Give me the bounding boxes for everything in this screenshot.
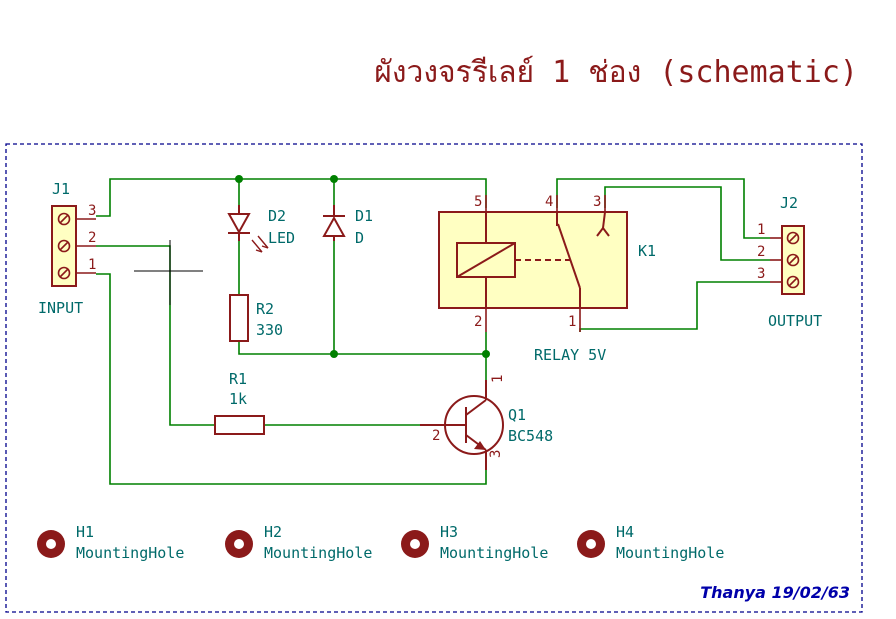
wire-r2-to-node bbox=[238, 341, 486, 355]
k1-switch-arm bbox=[557, 223, 581, 289]
connector-j2[interactable]: J2 1 2 3 OUTPUT bbox=[757, 194, 822, 330]
r2-ref: R2 bbox=[256, 300, 274, 318]
mounting-hole-h1[interactable]: H1 MountingHole bbox=[37, 523, 184, 562]
d1-ref: D1 bbox=[355, 207, 373, 225]
k1-coil-diagonal bbox=[456, 242, 516, 278]
h1-ref: H1 bbox=[76, 523, 94, 541]
transistor-q1[interactable]: 1 2 3 Q1 BC548 bbox=[420, 375, 553, 470]
junction-coil-collector bbox=[482, 350, 490, 358]
q1-ref: Q1 bbox=[508, 406, 526, 424]
h3-value: MountingHole bbox=[440, 544, 548, 562]
k1-pin-3: 3 bbox=[593, 194, 601, 210]
k1-pin-5: 5 bbox=[474, 194, 482, 210]
wire-j1-pin1-to-q1-emitter bbox=[96, 273, 487, 485]
mounting-hole-h3[interactable]: H3 MountingHole bbox=[401, 523, 548, 562]
d1-value: D bbox=[355, 229, 364, 247]
wire-j1-pin2-to-r1 bbox=[96, 245, 215, 426]
d2-ref: D2 bbox=[268, 207, 286, 225]
junction-top-d1 bbox=[330, 175, 338, 183]
connector-j1[interactable]: J1 3 2 1 INPUT bbox=[38, 180, 96, 317]
k1-pin-4: 4 bbox=[545, 194, 553, 210]
j2-ref: J2 bbox=[780, 194, 798, 212]
q1-emitter-arrow bbox=[474, 441, 486, 450]
h1-value: MountingHole bbox=[76, 544, 184, 562]
j2-pin-2: 2 bbox=[757, 244, 765, 260]
q1-collector-line bbox=[465, 399, 487, 416]
r1-value: 1k bbox=[229, 390, 247, 408]
d1-triangle bbox=[322, 215, 346, 237]
h4-hole bbox=[586, 539, 596, 549]
h4-ref: H4 bbox=[616, 523, 634, 541]
wire-k1-pin4-to-j2-pin1 bbox=[556, 178, 770, 239]
j2-pin-leads bbox=[770, 237, 782, 283]
mounting-hole-h2[interactable]: H2 MountingHole bbox=[225, 523, 372, 562]
r1-ref: R1 bbox=[229, 370, 247, 388]
wire-k1-pin3-to-j2-pin2 bbox=[604, 186, 770, 261]
j1-pin-1: 1 bbox=[88, 257, 96, 273]
h1-hole bbox=[46, 539, 56, 549]
q1-pin-1: 1 bbox=[490, 375, 506, 383]
j2-label: OUTPUT bbox=[768, 312, 822, 330]
h2-value: MountingHole bbox=[264, 544, 372, 562]
h3-ref: H3 bbox=[440, 523, 458, 541]
k1-body bbox=[438, 211, 628, 309]
q1-value: BC548 bbox=[508, 427, 553, 445]
j2-pin-1: 1 bbox=[757, 222, 765, 238]
j1-label: INPUT bbox=[38, 299, 83, 317]
mounting-hole-h4[interactable]: H4 MountingHole bbox=[577, 523, 724, 562]
q1-pin-2: 2 bbox=[432, 428, 440, 444]
resistor-r1[interactable]: R1 1k bbox=[214, 370, 265, 435]
r2-body bbox=[229, 294, 249, 342]
d2-value: LED bbox=[268, 229, 295, 247]
h2-ref: H2 bbox=[264, 523, 282, 541]
diode-d1[interactable]: D1 D bbox=[322, 205, 373, 247]
k1-ref: K1 bbox=[638, 242, 656, 260]
j2-terminal-screws bbox=[786, 231, 800, 289]
led-d2[interactable]: D2 LED bbox=[227, 205, 295, 253]
j1-pin-2: 2 bbox=[88, 230, 96, 246]
j1-ref: J1 bbox=[52, 180, 70, 198]
sheet-border bbox=[5, 143, 863, 613]
resistor-r2[interactable]: R2 330 bbox=[229, 294, 283, 342]
j1-pin-3: 3 bbox=[88, 203, 96, 219]
r2-value: 330 bbox=[256, 321, 283, 339]
r1-body bbox=[214, 415, 265, 435]
junction-top-d2 bbox=[235, 175, 243, 183]
k1-pin-2: 2 bbox=[474, 314, 482, 330]
h3-hole bbox=[410, 539, 420, 549]
k1-value: RELAY 5V bbox=[534, 346, 606, 364]
wire-top-rail bbox=[96, 178, 487, 217]
q1-pin-3: 3 bbox=[488, 450, 504, 458]
d2-triangle bbox=[227, 213, 251, 235]
j1-pin-leads bbox=[76, 218, 96, 274]
wires bbox=[96, 178, 770, 485]
k1-pin-leads bbox=[485, 195, 606, 332]
k1-pin-1: 1 bbox=[568, 314, 576, 330]
junction-bottom-d1 bbox=[330, 350, 338, 358]
j1-terminal-screws bbox=[57, 212, 71, 280]
page-title: ผังวงจรรีเลย์ 1 ช่อง (schematic) bbox=[374, 55, 858, 90]
h2-hole bbox=[234, 539, 244, 549]
d2-light-arrows bbox=[251, 235, 269, 253]
j2-pin-3: 3 bbox=[757, 266, 765, 282]
author-note: Thanya 19/02/63 bbox=[700, 583, 850, 602]
relay-k1[interactable]: 5 4 3 2 1 K1 RELAY 5V bbox=[438, 194, 656, 364]
h4-value: MountingHole bbox=[616, 544, 724, 562]
